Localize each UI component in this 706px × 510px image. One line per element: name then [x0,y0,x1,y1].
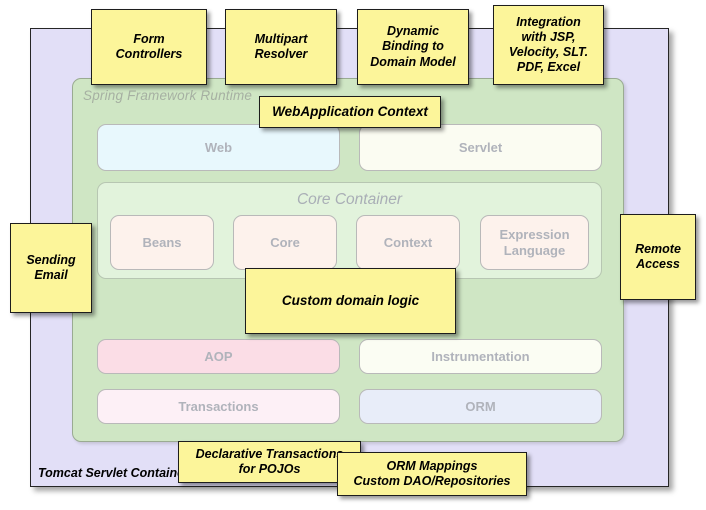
note-dynamic-binding[interactable]: Dynamic Binding to Domain Model [357,9,469,85]
module-core[interactable]: Core [233,215,337,270]
note-declarative-transactions-label: Declarative Transactions for POJOs [195,446,344,476]
module-instrumentation[interactable]: Instrumentation [359,339,602,374]
note-form-controllers[interactable]: Form Controllers [91,9,207,85]
module-expression-language[interactable]: Expression Language [480,215,589,270]
tomcat-servlet-container-label: Tomcat Servlet Container [38,466,189,480]
note-multipart-resolver[interactable]: Multipart Resolver [225,9,337,85]
module-beans-label: Beans [142,234,182,250]
module-servlet[interactable]: Servlet [359,124,602,171]
module-aop-label: AOP [204,348,233,364]
module-context[interactable]: Context [356,215,460,270]
module-context-label: Context [383,234,433,250]
module-web-label: Web [204,139,233,155]
module-aop[interactable]: AOP [97,339,340,374]
note-orm-mappings-label: ORM Mappings Custom DAO/Repositories [353,458,511,488]
note-sending-email-label: Sending Email [26,252,76,282]
note-custom-domain-logic-label: Custom domain logic [281,292,420,308]
note-webapplication-context-label: WebApplication Context [272,103,428,119]
spring-framework-runtime-label: Spring Framework Runtime [83,88,253,103]
note-multipart-resolver-label: Multipart Resolver [254,31,308,61]
module-core-label: Core [270,234,300,250]
module-instrumentation-label: Instrumentation [431,348,530,364]
module-expression-language-label: Expression Language [499,226,570,258]
note-declarative-transactions[interactable]: Declarative Transactions for POJOs [178,441,361,483]
note-integration[interactable]: Integration with JSP, Velocity, SLT. PDF… [493,5,604,85]
note-dynamic-binding-label: Dynamic Binding to Domain Model [370,24,456,69]
note-remote-access-label: Remote Access [635,241,681,271]
module-beans[interactable]: Beans [110,215,214,270]
note-sending-email[interactable]: Sending Email [10,223,92,313]
note-custom-domain-logic[interactable]: Custom domain logic [245,268,456,334]
core-container-title: Core Container [296,191,403,208]
module-orm-label: ORM [465,398,496,414]
note-webapplication-context[interactable]: WebApplication Context [259,96,441,128]
note-form-controllers-label: Form Controllers [115,31,183,61]
module-web[interactable]: Web [97,124,340,171]
module-transactions[interactable]: Transactions [97,389,340,424]
note-remote-access[interactable]: Remote Access [620,214,696,300]
module-transactions-label: Transactions [178,398,259,414]
note-integration-label: Integration with JSP, Velocity, SLT. PDF… [508,14,589,75]
note-orm-mappings[interactable]: ORM Mappings Custom DAO/Repositories [337,452,527,496]
module-servlet-label: Servlet [458,139,503,155]
module-orm[interactable]: ORM [359,389,602,424]
